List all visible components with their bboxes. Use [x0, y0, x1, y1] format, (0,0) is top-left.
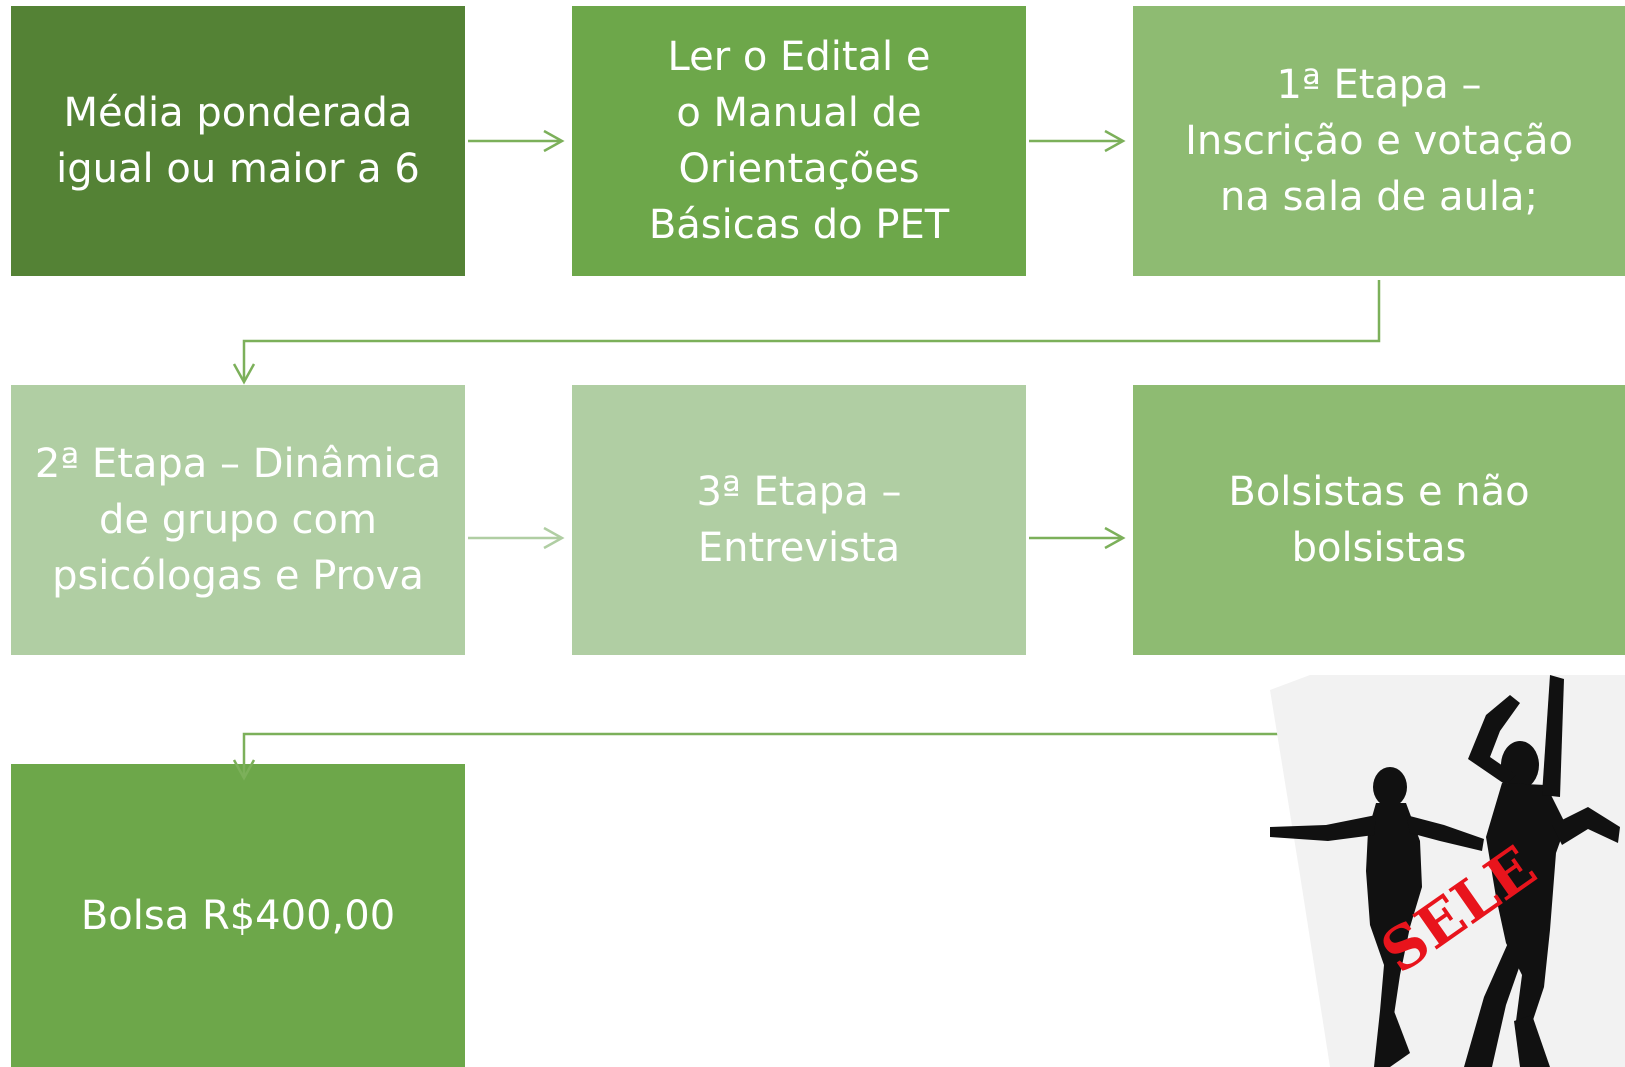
step-bolsistas: Bolsistas e não bolsistas [1133, 385, 1625, 655]
arrow-6-to-7 [232, 682, 1381, 781]
dancers-silhouette-graphic: SELE [1270, 675, 1625, 1067]
arrow-3-to-4 [232, 280, 1381, 385]
dancers-silhouette-image: SELE [1270, 675, 1625, 1067]
step-1-etapa-label: 1ª Etapa – Inscrição e votação na sala d… [1185, 62, 1573, 220]
arrow-2-to-3 [1029, 129, 1126, 153]
step-media-ponderada: Média ponderada igual ou maior a 6 [11, 6, 465, 276]
step-3-etapa: 3ª Etapa – Entrevista [572, 385, 1026, 655]
step-ler-edital: Ler o Edital e o Manual de Orientações B… [572, 6, 1026, 276]
step-bolsa: Bolsa R$400,00 [11, 764, 465, 1067]
step-2-etapa-label: 2ª Etapa – Dinâmica de grupo com psicólo… [34, 441, 442, 599]
step-ler-edital-label: Ler o Edital e o Manual de Orientações B… [648, 34, 950, 248]
step-3-etapa-label: 3ª Etapa – Entrevista [696, 469, 902, 571]
arrow-4-to-5 [468, 526, 565, 550]
step-bolsistas-label: Bolsistas e não bolsistas [1228, 469, 1530, 571]
step-1-etapa: 1ª Etapa – Inscrição e votação na sala d… [1133, 6, 1625, 276]
step-media-ponderada-label: Média ponderada igual ou maior a 6 [56, 90, 420, 192]
arrow-5-to-6 [1029, 526, 1126, 550]
step-2-etapa: 2ª Etapa – Dinâmica de grupo com psicólo… [11, 385, 465, 655]
step-bolsa-label: Bolsa R$400,00 [80, 892, 396, 939]
arrow-1-to-2 [468, 129, 565, 153]
